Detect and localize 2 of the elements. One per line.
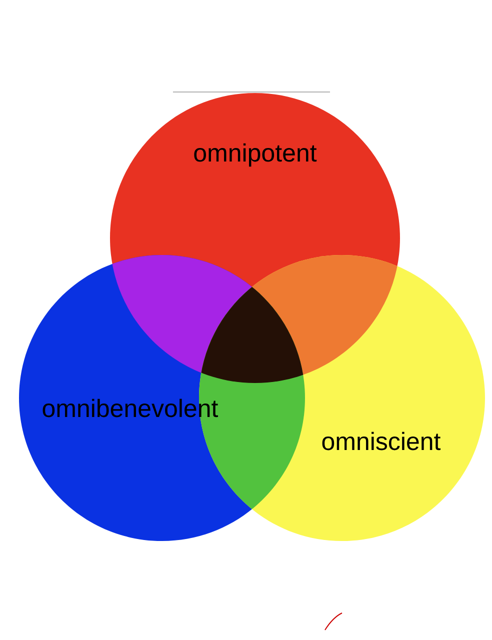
circle-label: omnipotent (194, 143, 317, 167)
circle-label: omniscient (322, 432, 441, 450)
